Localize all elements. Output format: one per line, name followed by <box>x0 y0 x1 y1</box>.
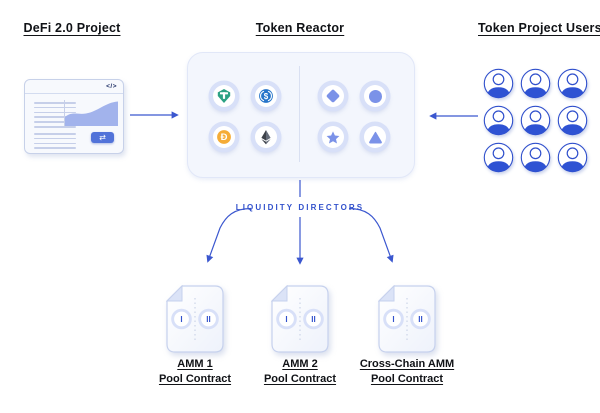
dapp-window-titlebar: </> <box>25 80 123 94</box>
token-numeral: II <box>206 315 210 324</box>
reactor-divider <box>299 66 300 162</box>
amm2-label: AMM 2 Pool Contract <box>235 357 365 387</box>
contract-title: Cross-Chain AMM <box>359 358 455 370</box>
user-avatar-icon <box>557 68 588 99</box>
token-numeral: II <box>311 315 315 324</box>
token-shape-star-icon <box>322 126 344 148</box>
arrow-to-amm1 <box>206 207 252 263</box>
user-avatar-icon <box>483 142 514 173</box>
heading-token-project-users: Token Project Users <box>478 21 600 35</box>
text-lines-block <box>34 102 76 131</box>
token-shape-triangle-icon <box>364 126 386 148</box>
token-numeral: II <box>418 315 422 324</box>
svg-text:Đ: Đ <box>221 132 228 143</box>
arrow-to-crosschain <box>348 207 394 263</box>
contract-title: AMM 2 <box>282 358 318 370</box>
svg-text:$: $ <box>264 92 269 101</box>
text-lines-block <box>34 133 76 152</box>
token-tether-icon <box>213 85 235 107</box>
amm2-pool-contract-document: I II <box>270 284 329 353</box>
user-avatar-icon <box>483 105 514 136</box>
user-avatar-icon <box>520 105 551 136</box>
crosschain-amm-label: Cross-Chain AMM Pool Contract <box>342 357 472 387</box>
area-chart-icon <box>64 100 119 126</box>
token-ethereum-icon <box>255 126 277 148</box>
dapp-window-illustration: </> ⇄ <box>24 79 124 154</box>
token-numeral: I <box>180 315 182 324</box>
token-usdc-icon: $ <box>255 85 277 107</box>
crosschain-pool-contract-document: I II <box>377 284 436 353</box>
amm1-label: AMM 1 Pool Contract <box>130 357 260 387</box>
token-numeral: I <box>392 315 394 324</box>
heading-defi-project: DeFi 2.0 Project <box>23 21 121 35</box>
token-shape-circle-icon <box>364 85 386 107</box>
heading-token-reactor: Token Reactor <box>255 21 345 35</box>
user-avatar-icon <box>483 68 514 99</box>
token-project-users-grid <box>480 65 591 176</box>
user-avatar-icon <box>557 142 588 173</box>
swap-arrows-glyph: ⇄ <box>99 132 106 142</box>
token-dai-icon: Đ <box>213 126 235 148</box>
token-shape-diamond-icon <box>322 85 344 107</box>
swap-button-icon: ⇄ <box>91 132 114 143</box>
token-numeral: I <box>285 315 287 324</box>
user-avatar-icon <box>557 105 588 136</box>
amm1-pool-contract-document: I II <box>165 284 224 353</box>
token-reactor-panel <box>187 52 415 178</box>
contract-subtitle: Pool Contract <box>370 373 444 385</box>
contract-subtitle: Pool Contract <box>263 373 337 385</box>
contract-subtitle: Pool Contract <box>158 373 232 385</box>
contract-title: AMM 1 <box>177 358 213 370</box>
code-icon: </> <box>106 83 117 90</box>
liquidity-directors-label: LIQUIDITY DIRECTORS <box>235 203 365 212</box>
user-avatar-icon <box>520 68 551 99</box>
user-avatar-icon <box>520 142 551 173</box>
